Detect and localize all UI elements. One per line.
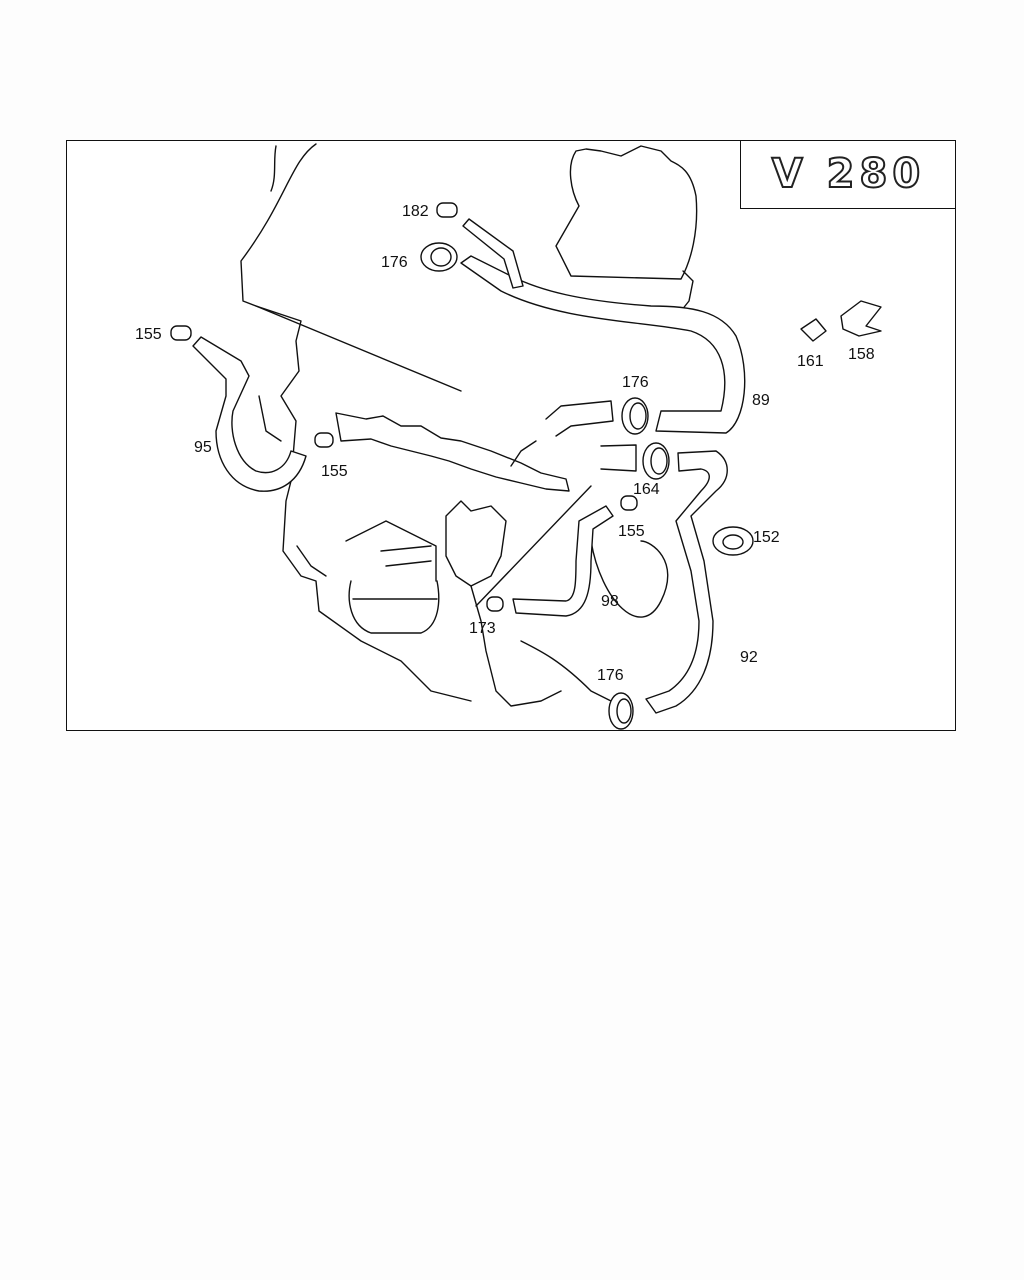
clamp-182 (436, 202, 458, 218)
engine-block (240, 143, 669, 707)
hose-92 (645, 450, 728, 714)
part-label-152: 152 (753, 529, 780, 546)
part-label-164: 164 (633, 481, 660, 498)
part-label-176-right: 176 (622, 374, 649, 391)
bracket-158 (840, 300, 882, 337)
hose-95 (192, 336, 307, 492)
clamp-173 (486, 596, 504, 612)
clamp-176-right (621, 397, 649, 435)
part-label-176-bottom: 176 (597, 667, 624, 684)
clamp-164 (642, 442, 670, 480)
coolant-distribution-pipe (335, 412, 570, 492)
diagram-frame: 182 176 155 95 155 176 89 161 158 164 15… (66, 140, 956, 731)
part-label-173: 173 (469, 620, 496, 637)
clamp-161 (800, 318, 827, 342)
engine-hose-diagram: 182 176 155 95 155 176 89 161 158 164 15… (135, 143, 882, 730)
hose-89-branch (462, 218, 524, 289)
part-label-95: 95 (194, 439, 212, 456)
clamp-155-mid (314, 432, 334, 448)
part-label-155-right: 155 (618, 523, 645, 540)
clamp-176-bottom (608, 692, 634, 730)
part-label-98: 98 (601, 593, 619, 610)
model-label: V 280 (771, 150, 926, 198)
part-label-182: 182 (402, 203, 429, 220)
part-label-161: 161 (797, 353, 824, 370)
part-label-89: 89 (752, 392, 770, 409)
model-badge: V 280 (740, 141, 955, 209)
hose-98 (512, 505, 614, 617)
part-label-155-mid: 155 (321, 463, 348, 480)
part-label-158: 158 (848, 346, 875, 363)
clamp-155-right (620, 495, 638, 511)
part-label-155-left: 155 (135, 326, 162, 343)
clamp-176-top (420, 242, 458, 272)
hose-89 (460, 255, 746, 434)
clamp-155-left (170, 325, 192, 341)
part-label-92: 92 (740, 649, 758, 666)
part-label-176-top: 176 (381, 254, 408, 271)
coolant-reservoir (555, 145, 698, 312)
grommet-152 (712, 526, 754, 556)
